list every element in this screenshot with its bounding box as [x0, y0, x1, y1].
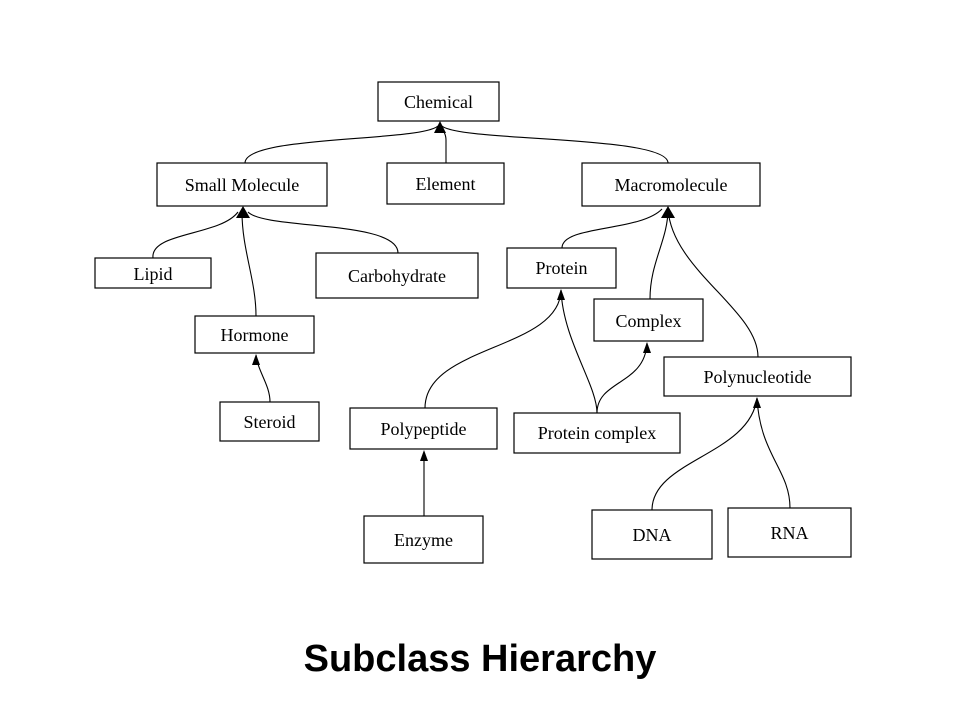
- edge-protein-complex-complex: [596, 342, 648, 414]
- node-chemical-label: Chemical: [404, 92, 473, 112]
- node-dna-label: DNA: [633, 525, 672, 545]
- node-protein-label: Protein: [536, 258, 588, 278]
- edge-small-molecule-chemical: [244, 125, 439, 164]
- node-element-label: Element: [416, 174, 476, 194]
- edge-protein-complex-protein: [560, 289, 598, 414]
- edge-lipid-small-molecule: [152, 211, 239, 259]
- node-dna: DNA: [591, 509, 713, 560]
- node-small-molecule: Small Molecule: [156, 162, 328, 207]
- node-macromolecule-label: Macromolecule: [615, 175, 728, 195]
- arrowhead-polynucleotide: [753, 397, 761, 408]
- edge-complex-macromolecule: [649, 208, 669, 300]
- node-carbohydrate-label: Carbohydrate: [348, 266, 446, 286]
- edge-polypeptide-protein: [424, 289, 562, 409]
- node-complex-label: Complex: [616, 311, 682, 331]
- edges: [152, 125, 791, 516]
- node-small-molecule-label: Small Molecule: [185, 175, 299, 195]
- arrowhead-complex: [643, 342, 651, 353]
- node-lipid: Lipid: [94, 257, 212, 289]
- edge-protein-macromolecule: [561, 208, 663, 249]
- node-protein: Protein: [506, 247, 617, 289]
- node-macromolecule: Macromolecule: [581, 162, 761, 207]
- node-polypeptide-label: Polypeptide: [381, 419, 467, 439]
- arrowhead-chemical: [434, 121, 446, 133]
- node-polynucleotide: Polynucleotide: [663, 356, 852, 397]
- node-carbohydrate: Carbohydrate: [315, 252, 479, 299]
- edge-polynucleotide-macromolecule: [667, 208, 759, 358]
- edge-rna-polynucleotide: [756, 397, 791, 509]
- node-hormone: Hormone: [194, 315, 315, 354]
- arrowhead-macromolecule: [661, 206, 675, 218]
- node-enzyme-label: Enzyme: [394, 530, 453, 550]
- arrowhead-small-molecule: [236, 206, 250, 218]
- edge-hormone-small-molecule: [241, 211, 257, 317]
- node-rna-label: RNA: [770, 523, 808, 543]
- node-lipid-label: Lipid: [134, 264, 173, 284]
- node-rna: RNA: [727, 507, 852, 558]
- node-steroid-label: Steroid: [244, 412, 296, 432]
- node-protein-complex-label: Protein complex: [538, 423, 656, 443]
- node-element: Element: [386, 162, 505, 205]
- edge-carbohydrate-small-molecule: [247, 211, 399, 254]
- node-steroid: Steroid: [219, 401, 320, 442]
- node-hormone-label: Hormone: [221, 325, 289, 345]
- edge-dna-polynucleotide: [651, 397, 758, 511]
- node-polynucleotide-label: Polynucleotide: [704, 367, 812, 387]
- edge-macromolecule-chemical: [441, 125, 669, 164]
- slide-caption: Subclass Hierarchy: [303, 638, 657, 680]
- arrowhead-hormone: [252, 354, 260, 365]
- arrowhead-polypeptide: [420, 450, 428, 461]
- arrowheads: [236, 121, 761, 461]
- node-protein-complex: Protein complex: [513, 412, 681, 454]
- node-polypeptide: Polypeptide: [349, 407, 498, 450]
- arrowhead-protein: [557, 289, 565, 300]
- node-complex: Complex: [593, 298, 704, 342]
- node-chemical: Chemical: [377, 81, 500, 122]
- node-enzyme: Enzyme: [363, 515, 484, 564]
